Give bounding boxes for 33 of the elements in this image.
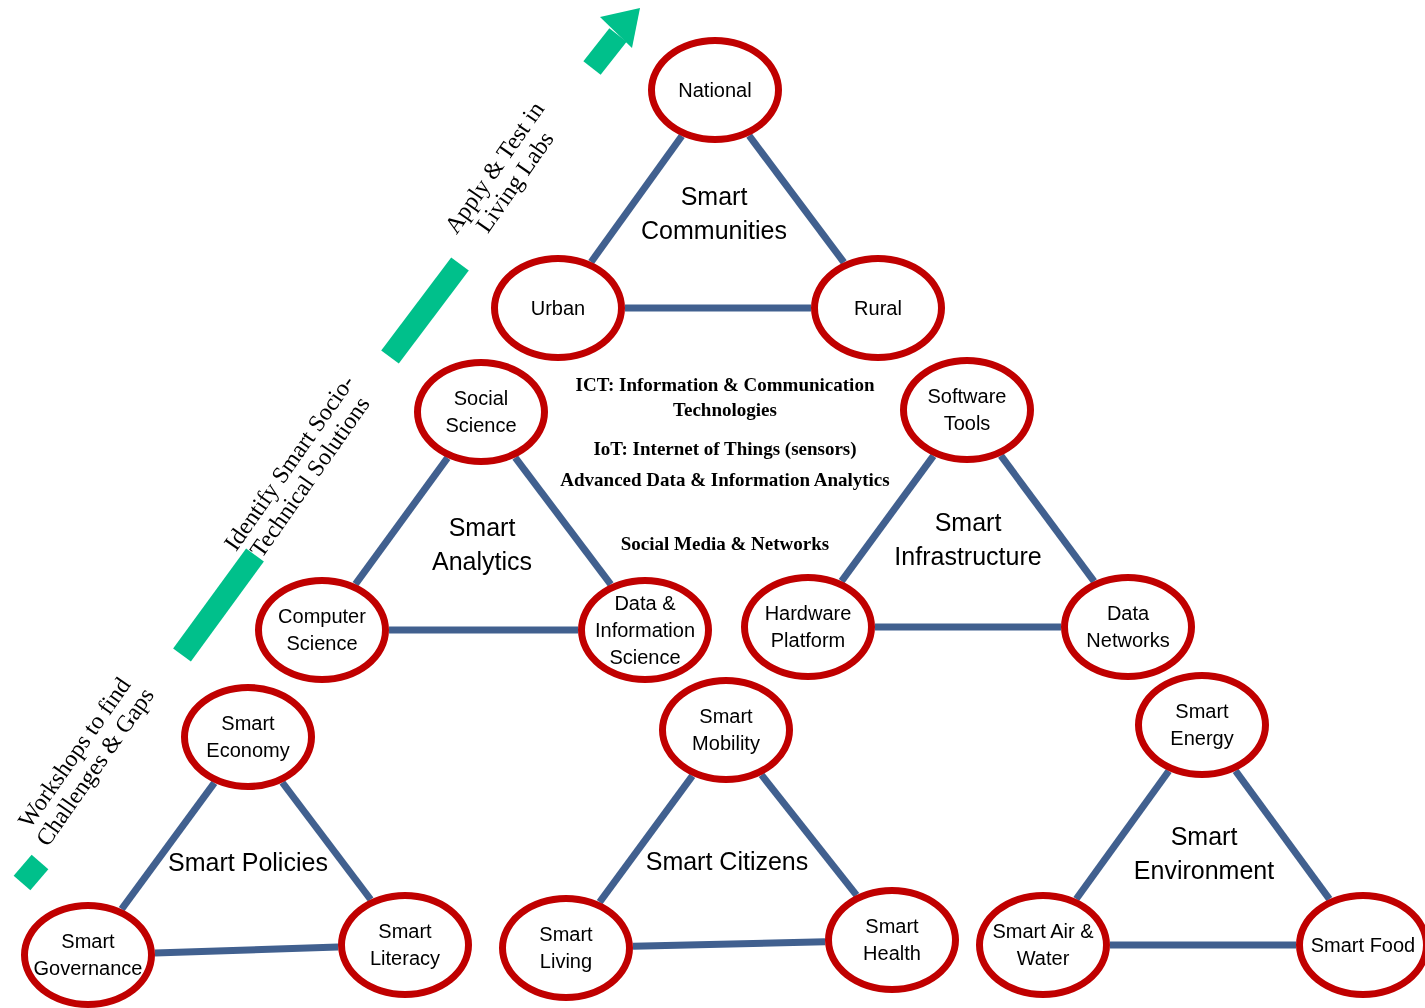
- connector-line: [875, 623, 1061, 631]
- group-label: Smart Analytics: [430, 512, 533, 577]
- connector-line: [1110, 941, 1296, 949]
- node-label: Hardware Platform: [763, 601, 853, 653]
- node-label: Smart Economy: [205, 711, 291, 763]
- connector-line: [154, 943, 339, 957]
- group-label: Smart Citizens: [644, 846, 810, 878]
- group-label: Smart Communities: [640, 181, 788, 246]
- node-label: Software Tools: [926, 384, 1008, 436]
- connector-line: [625, 304, 811, 312]
- node-label: Urban: [530, 295, 586, 321]
- connector-line: [632, 938, 826, 950]
- node-label: Smart Air & Water: [991, 919, 1095, 971]
- node-label: Smart Governance: [33, 929, 143, 981]
- technology-label: Advanced Data & Information Analytics: [559, 468, 891, 492]
- node-label: Smart Literacy: [369, 919, 441, 971]
- node-label: Smart Energy: [1169, 699, 1235, 751]
- connector-line: [389, 626, 578, 634]
- node-label: Smart Health: [862, 914, 922, 966]
- node-label: Smart Mobility: [691, 704, 761, 756]
- node-label: National: [678, 77, 752, 103]
- technology-label: ICT: Information & Communication Technologies: [574, 373, 876, 422]
- node-label: Rural: [854, 295, 902, 321]
- node-label: Data & Information Science: [593, 590, 697, 670]
- node-label: Smart Living: [538, 922, 594, 974]
- technology-label: IoT: Internet of Things (sensors): [592, 437, 858, 461]
- node-label: Social Science: [444, 386, 518, 438]
- node-label: Data Networks: [1085, 601, 1171, 653]
- group-label: Smart Environment: [1132, 821, 1276, 886]
- group-label: Smart Infrastructure: [893, 507, 1043, 572]
- node-label: Computer Science: [277, 604, 367, 656]
- group-label: Smart Policies: [167, 847, 329, 879]
- node-label: Smart Food: [1310, 932, 1416, 958]
